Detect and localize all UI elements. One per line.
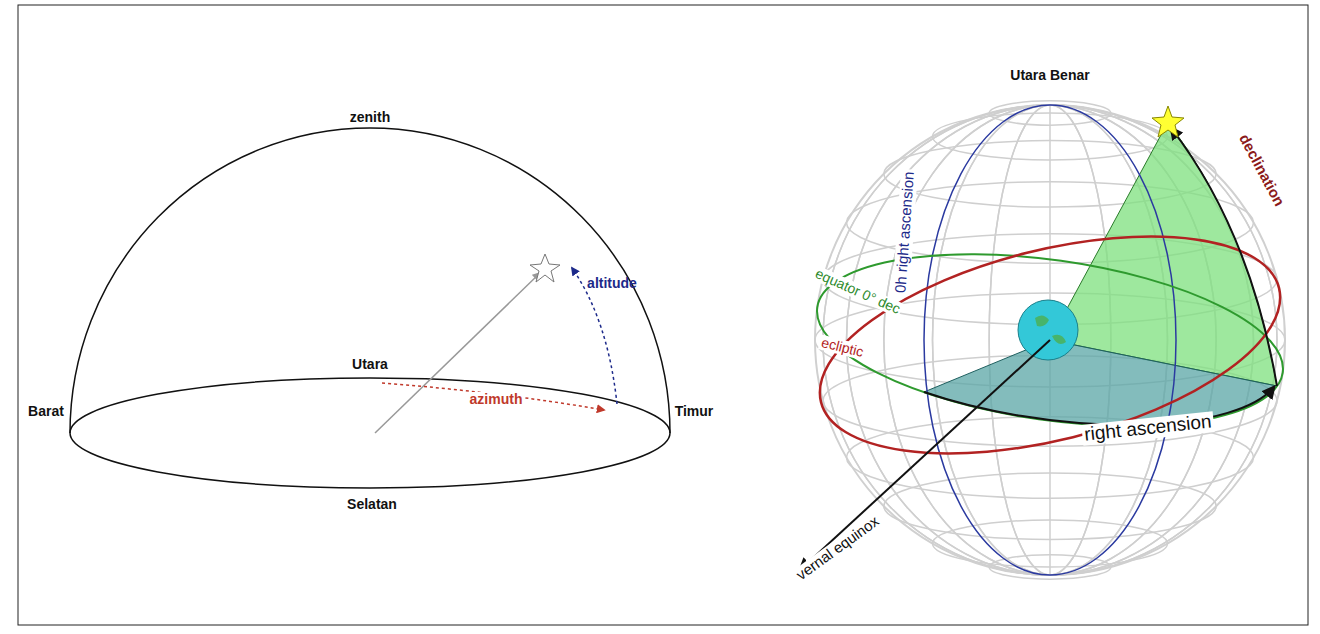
altitude-label: altitude xyxy=(585,276,639,291)
meridian-label: 0h right ascension xyxy=(892,169,917,296)
direction-label: Timur xyxy=(673,404,716,419)
ecliptic-label: ecliptic xyxy=(817,335,866,361)
declination-label: declination xyxy=(1235,129,1289,210)
frame xyxy=(18,5,1308,625)
equinox-label: vernal equinox xyxy=(792,511,884,584)
direction-label: Selatan xyxy=(345,497,399,512)
celestial-sphere xyxy=(798,101,1302,579)
pole-label: Utara Benar xyxy=(1008,68,1091,83)
azimuth-label: azimuth xyxy=(468,392,525,407)
zenith-label: zenith xyxy=(348,110,392,125)
horizon-hemisphere xyxy=(70,128,670,488)
direction-label: Barat xyxy=(26,404,66,419)
direction-label: Utara xyxy=(350,357,390,372)
